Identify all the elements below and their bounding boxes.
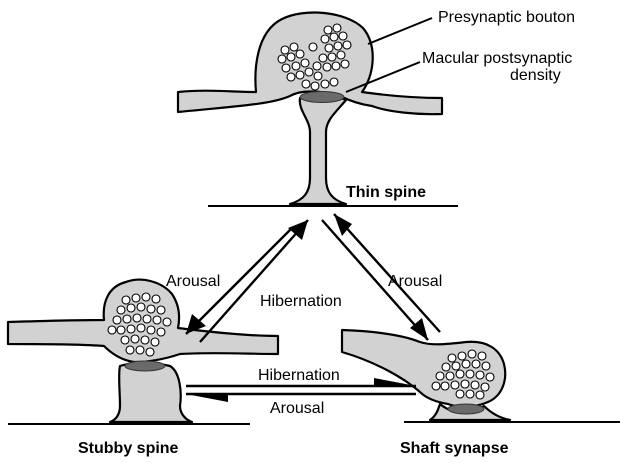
arrow-stubby-to-thin-head xyxy=(288,220,308,240)
hibernation-label-horizontal: Hibernation xyxy=(258,367,340,384)
macular-psd-label-line1: Macular postsynaptic xyxy=(422,50,572,67)
arousal-label-right: Arousal xyxy=(388,273,442,290)
thin-spine-label: Thin spine xyxy=(346,184,426,201)
thin-spine-psd xyxy=(300,92,344,103)
macular-psd-label-line2: density xyxy=(510,67,561,84)
stubby-spine-psd xyxy=(125,361,165,371)
thin-spine-panel: Presynaptic bouton Macular postsynaptic … xyxy=(178,9,575,206)
thin-spine-neck xyxy=(290,96,346,204)
stubby-spine-label: Stubby spine xyxy=(78,440,179,457)
arousal-label-left: Arousal xyxy=(166,273,220,290)
arousal-label-horizontal: Arousal xyxy=(270,400,324,417)
stubby-spine-neck xyxy=(110,363,192,422)
shaft-synapse-label: Shaft synapse xyxy=(400,440,509,457)
stubby-spine-panel: Stubby spine xyxy=(8,280,278,457)
shaft-synapse-psd xyxy=(448,404,484,414)
hibernation-label-diagonal: Hibernation xyxy=(260,293,342,310)
arrow-shaft-to-stubby-head xyxy=(186,394,228,402)
presynaptic-bouton-label: Presynaptic bouton xyxy=(438,9,575,26)
bouton-leader xyxy=(368,18,432,44)
